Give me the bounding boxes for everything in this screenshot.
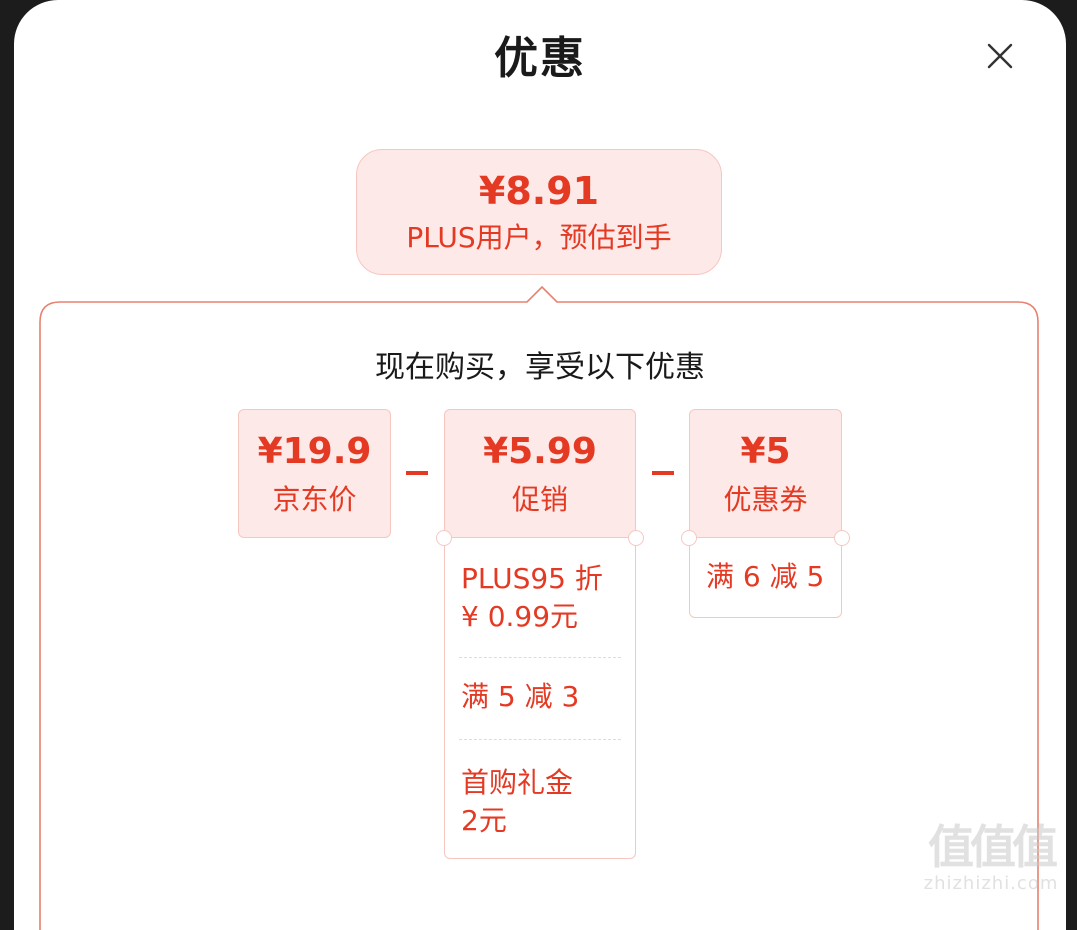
- estimated-price-label: PLUS用户，预估到手: [406, 221, 672, 254]
- watermark-glyphs: 值值值: [928, 820, 1058, 874]
- jd-price-label: 京东价: [272, 483, 357, 516]
- promotion-details: PLUS95 折 ¥ 0.99元 满 5 减 3 首购礼金 2元: [444, 538, 636, 859]
- promotion-item-text: 首购礼金: [461, 766, 574, 799]
- promotion-item: 首购礼金 2元: [461, 764, 573, 840]
- promotion-item-text: 满 5 减 3: [461, 680, 580, 713]
- breakdown-heading: 现在购买，享受以下优惠: [375, 350, 705, 385]
- promotion-value: ¥5.99: [483, 431, 597, 472]
- watermark: 值值值 zhizhizhi.com: [916, 820, 1066, 894]
- ticket-notch: [628, 530, 644, 546]
- ticket-notch: [436, 530, 452, 546]
- discount-dialog: 优惠 ¥8.91 PLUS用户，预估到手 现在购买，享受以下优惠 ¥19.9 京…: [14, 0, 1066, 930]
- promotion-item: 满 5 减 3: [461, 678, 579, 716]
- minus-sign: [406, 471, 428, 475]
- jd-price-card: ¥19.9 京东价: [238, 409, 391, 538]
- promotion-item: PLUS95 折 ¥ 0.99元: [461, 560, 603, 636]
- coupon-item: 满 6 减 5: [706, 558, 824, 596]
- coupon-label: 优惠券: [723, 483, 808, 516]
- minus-sign: [652, 471, 674, 475]
- divider: [459, 657, 621, 658]
- promotion-label: 促销: [511, 483, 568, 516]
- coupon-details: 满 6 减 5: [689, 538, 842, 618]
- promotion-card: ¥5.99 促销: [444, 409, 636, 538]
- estimated-price-badge: ¥8.91 PLUS用户，预估到手: [356, 149, 722, 275]
- promotion-item-text: ¥ 0.99元: [461, 600, 579, 633]
- coupon-value: ¥5: [740, 431, 791, 472]
- close-icon: [987, 43, 1013, 69]
- promotion-item-text: 2元: [461, 804, 507, 837]
- ticket-notch: [681, 530, 697, 546]
- watermark-domain: zhizhizhi.com: [923, 873, 1059, 894]
- estimated-price: ¥8.91: [478, 169, 600, 213]
- dialog-title: 优惠: [494, 33, 586, 84]
- promotion-item-text: PLUS95 折: [461, 562, 603, 595]
- coupon-card: ¥5 优惠券: [689, 409, 842, 538]
- divider: [459, 739, 621, 740]
- coupon-item-text: 满 6 减 5: [706, 560, 825, 593]
- jd-price-value: ¥19.9: [257, 431, 372, 472]
- close-button[interactable]: [980, 36, 1020, 76]
- ticket-notch: [834, 530, 850, 546]
